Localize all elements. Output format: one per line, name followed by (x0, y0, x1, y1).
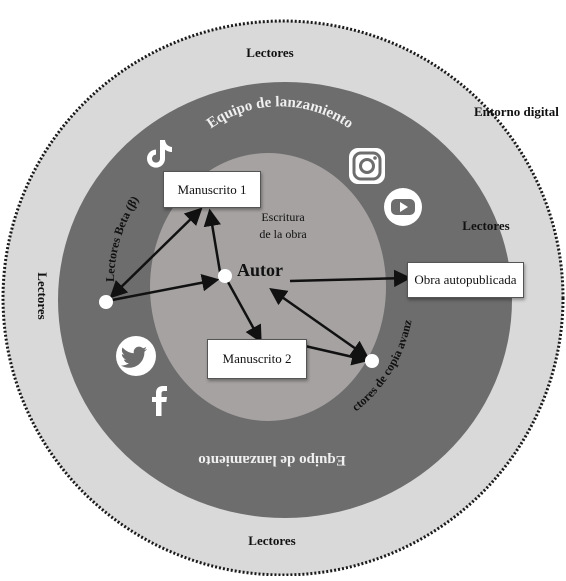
facebook-icon (152, 386, 167, 416)
readers-label-top: Lectores (246, 45, 293, 60)
arrow-beta-manuscript1 (109, 207, 203, 299)
arrow-author-to-manuscript2 (226, 281, 262, 344)
flow-arrows (109, 207, 412, 366)
digital-environment-label: Entorno digital (474, 104, 559, 119)
arrow-arc-author (269, 287, 369, 359)
beta-readers-node (99, 295, 113, 309)
tiktok-icon (147, 140, 172, 168)
writing-label-line2: de la obra (259, 227, 307, 241)
readers-label-right: Lectores (462, 218, 509, 233)
youtube-icon (384, 188, 422, 226)
instagram-icon (349, 148, 385, 184)
twitter-icon (116, 336, 156, 376)
writing-label-line1: Escritura (261, 210, 305, 224)
readers-label-bottom: Lectores (248, 533, 295, 548)
arrow-author-manuscript1 (203, 208, 222, 273)
self-published-box: Obra autopublicada (407, 262, 524, 298)
manuscript-2-box: Manuscrito 2 (207, 339, 307, 379)
launch-team-label-bottom: Equipo de lanzamiento (198, 452, 346, 468)
arrow-author-to-published (289, 269, 412, 288)
author-node (218, 269, 232, 283)
author-label: Autor (237, 260, 283, 280)
arc-readers-node (365, 354, 379, 368)
manuscript-1-box: Manuscrito 1 (163, 171, 261, 208)
readers-label-left: Lectores (35, 272, 50, 319)
